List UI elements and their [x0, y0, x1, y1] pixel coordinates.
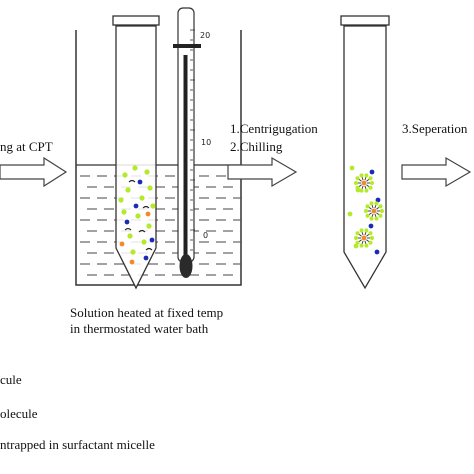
micelle-core: [371, 208, 377, 214]
particle-dot: [347, 211, 353, 217]
micelle-head: [355, 240, 360, 245]
surfactant-dot: [122, 172, 128, 178]
analyte-dot: [137, 179, 143, 185]
micelle-head: [370, 236, 374, 240]
micelle-head: [369, 201, 374, 206]
surfactant-dot: [125, 187, 131, 193]
water-bath: [75, 30, 242, 286]
surfactant-tail: [124, 227, 132, 231]
micelle-head: [354, 181, 358, 185]
thermometer: 20 10 0: [173, 7, 211, 278]
micelle-head: [368, 240, 373, 245]
micelle-head: [378, 213, 383, 218]
particle-dot: [349, 165, 355, 171]
surfactant-tail: [145, 247, 153, 251]
micelle-head: [378, 204, 383, 209]
micelle-head: [368, 176, 373, 181]
micelle-head: [364, 228, 369, 233]
micelle-head: [380, 209, 384, 213]
micelle-head: [364, 243, 369, 248]
tube1-particles: [118, 165, 156, 265]
molecule-dot: [129, 259, 135, 265]
surfactant-tail: [138, 229, 146, 233]
micelle-head: [374, 216, 379, 221]
surfactant-dot: [141, 239, 147, 245]
surfactant-dot: [118, 197, 124, 203]
micelle-head: [355, 176, 360, 181]
surfactant-dot: [121, 209, 127, 215]
surfactant-micelles: [354, 173, 384, 248]
molecule-dot: [119, 241, 125, 247]
test-tube-centrifuged: [340, 15, 390, 290]
particle-dot: [374, 249, 380, 255]
analyte-dot: [143, 255, 149, 261]
micelle-core: [361, 180, 367, 186]
surfactant-dot: [150, 203, 156, 209]
analyte-dot: [133, 203, 139, 209]
caption-line-1: Solution heated at fixed temp: [70, 305, 224, 320]
micelle-head: [370, 181, 374, 185]
step-heating-label: ng at CPT: [0, 139, 53, 154]
thermo-tick-10: 10: [201, 138, 211, 147]
legend-item-2: olecule: [0, 406, 38, 421]
micelle-core: [361, 235, 367, 241]
water-surface-lines: [80, 175, 241, 276]
micelle-head: [365, 204, 370, 209]
micelle: [354, 228, 374, 248]
micelle: [364, 201, 384, 221]
surfactant-dot: [147, 185, 153, 191]
particle-dot: [368, 223, 374, 229]
micelle-head: [355, 185, 360, 190]
test-tube-heating: [112, 15, 160, 290]
particle-dot: [375, 197, 381, 203]
particle-dot: [369, 169, 375, 175]
micelle-head: [359, 228, 364, 233]
surfactant-dot: [135, 213, 141, 219]
micelle-head: [359, 243, 364, 248]
micelle-head: [365, 213, 370, 218]
particle-dot: [353, 243, 359, 249]
surfactant-tail: [142, 205, 150, 209]
surfactant-dot: [139, 195, 145, 201]
surfactant-tail: [128, 179, 136, 183]
arrow-centrifugation: [227, 156, 298, 188]
analyte-dot: [149, 237, 155, 243]
micelle-head: [368, 185, 373, 190]
surfactant-dot: [132, 165, 138, 171]
surfactant-dot: [127, 233, 133, 239]
micelle-head: [368, 231, 373, 236]
arrow-heating: [0, 156, 68, 188]
micelle: [354, 173, 374, 193]
micelle-head: [364, 173, 369, 178]
micelle-head: [355, 231, 360, 236]
thermo-tick-0: 0: [203, 231, 208, 240]
step-chilling-label: 2.Chilling: [230, 139, 283, 154]
legend-item-3: ntrapped in surfactant micelle: [0, 437, 155, 452]
micelle-head: [364, 209, 368, 213]
analyte-dot: [124, 219, 130, 225]
caption-line-2: in thermostated water bath: [70, 321, 209, 336]
molecule-dot: [145, 211, 151, 217]
surfactant-dot: [130, 249, 136, 255]
micelle-head: [359, 173, 364, 178]
micelle-head: [364, 188, 369, 193]
micelle-head: [369, 216, 374, 221]
arrow-separation: [401, 156, 472, 188]
micelle-head: [374, 201, 379, 206]
legend-item-1: cule: [0, 372, 22, 387]
thermo-tick-20: 20: [200, 31, 210, 40]
surfactant-dot: [146, 223, 152, 229]
micelle-head: [354, 236, 358, 240]
thermometer-scale: [190, 29, 195, 251]
step-centrifugation-label: 1.Centrigugation: [230, 121, 318, 136]
micelle-head: [359, 188, 364, 193]
tube2-particles: [347, 165, 381, 255]
surfactant-dot: [144, 169, 150, 175]
step-separation-label: 3.Seperation: [402, 121, 468, 136]
